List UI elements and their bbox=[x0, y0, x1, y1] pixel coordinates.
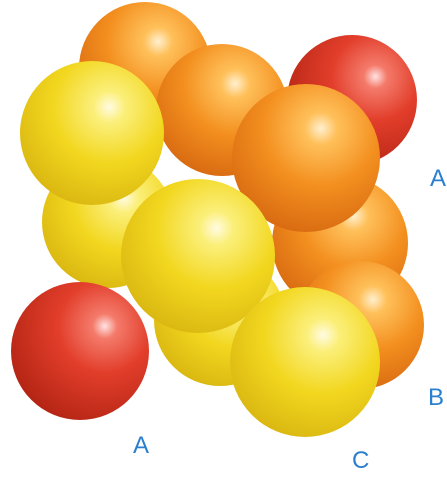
label-c-bottom: C bbox=[352, 449, 369, 473]
red-sphere-front-left bbox=[11, 282, 149, 420]
label-a-right: A bbox=[430, 167, 446, 191]
label-a-bottom: A bbox=[133, 434, 149, 458]
label-b-right: B bbox=[428, 386, 444, 410]
yellow-sphere-front-bottom bbox=[230, 287, 380, 437]
yellow-sphere-top-left bbox=[20, 61, 164, 205]
